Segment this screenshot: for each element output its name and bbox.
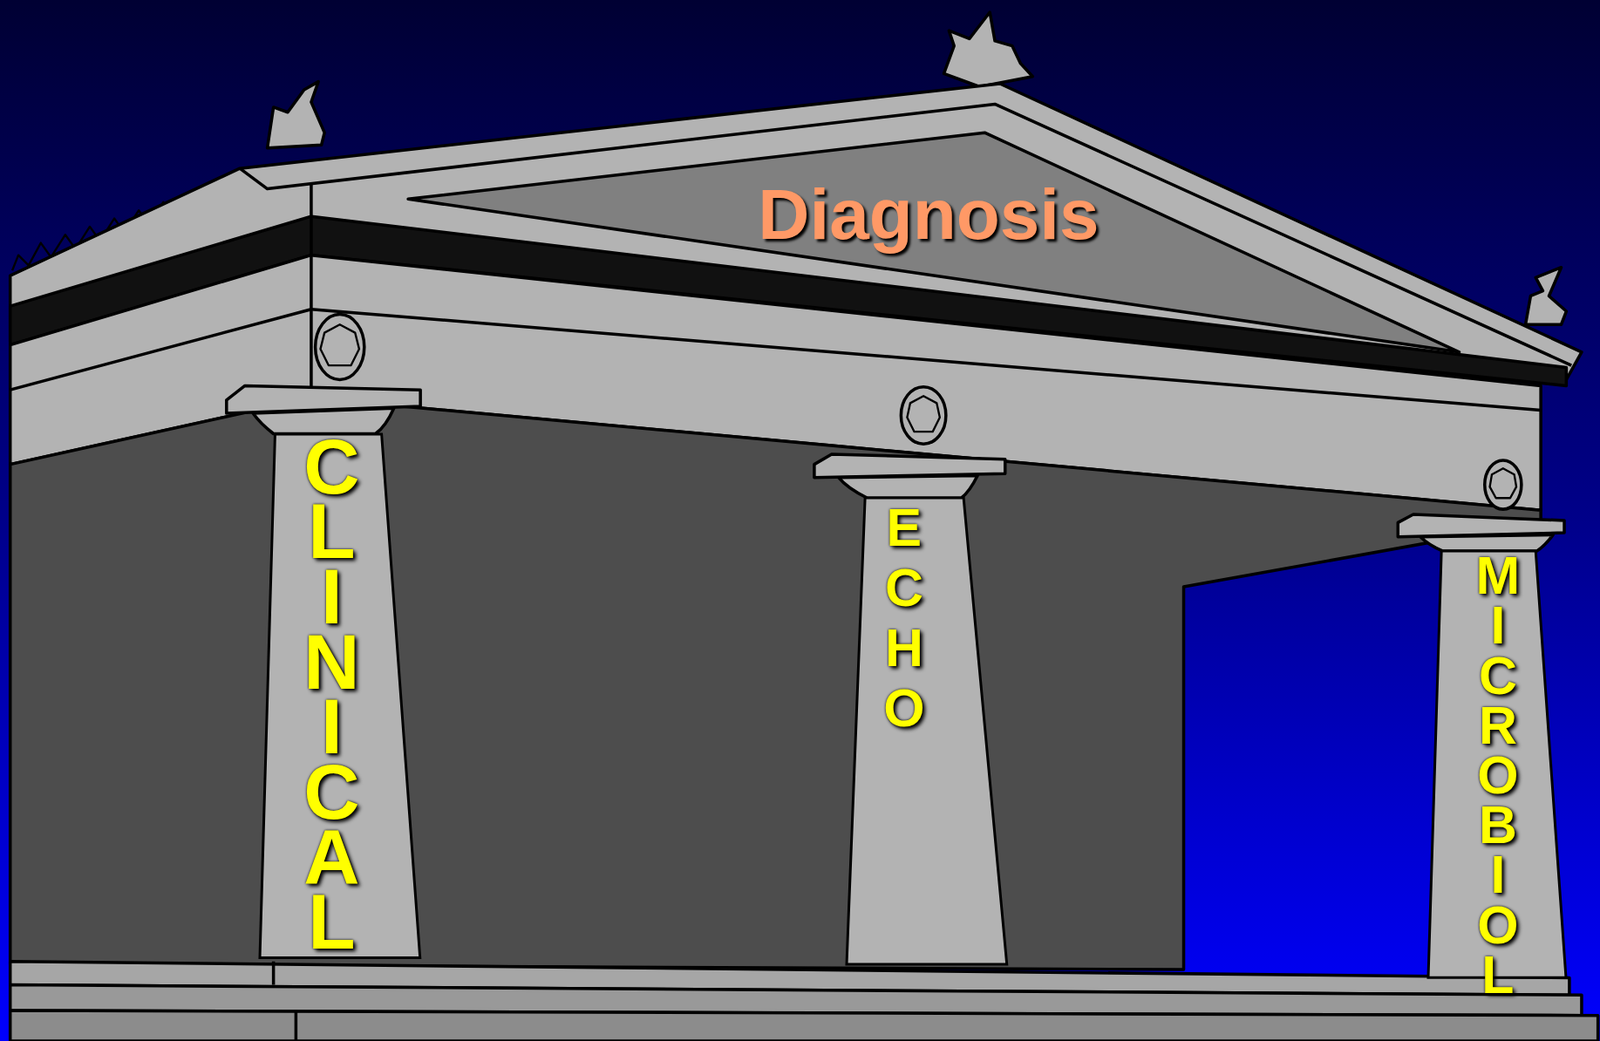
column-label: CLINICAL [303, 434, 360, 956]
rosette [315, 314, 1522, 511]
acroterion [944, 12, 1034, 87]
step [10, 1010, 1599, 1041]
step-line [272, 961, 276, 986]
corner-line [309, 183, 314, 399]
architrave-line [10, 309, 312, 390]
acroterion [1525, 267, 1567, 326]
column-label: MICROBIOL [1476, 551, 1521, 1001]
cella-wall [10, 398, 1541, 971]
acroterion [267, 81, 326, 149]
column: ECHO [846, 497, 1008, 965]
column-shaft [846, 497, 1008, 965]
column: CLINICAL [259, 434, 421, 959]
step-line [294, 1010, 299, 1041]
column-label: ECHO [883, 497, 925, 738]
capital [226, 385, 1565, 559]
pediment-title: Diagnosis [757, 173, 1099, 256]
pediment-label-area: Diagnosis [703, 163, 1153, 266]
column: MICROBIOL [1428, 551, 1566, 978]
